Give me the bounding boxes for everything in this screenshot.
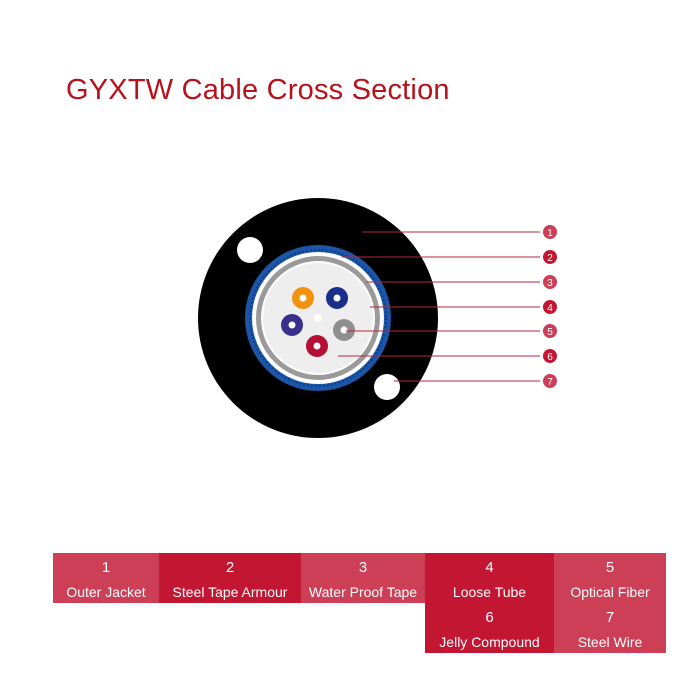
marker-5: 5: [543, 324, 557, 338]
legend-cell-steel-tape-armour: 2 Steel Tape Armour: [159, 553, 301, 603]
legend-number: 1: [101, 559, 111, 576]
marker-1: 1: [543, 225, 557, 239]
legend-number: 6: [485, 609, 494, 626]
marker-3: 3: [543, 275, 557, 289]
svg-text:5: 5: [547, 327, 553, 338]
legend-number: 3: [358, 559, 368, 576]
svg-text:2: 2: [547, 253, 553, 264]
steel-wire-shape: [237, 237, 263, 263]
loose-tube-purple-icon: [281, 314, 303, 336]
legend-label: Steel Tape Armour: [172, 584, 288, 600]
legend-number: 2: [225, 559, 235, 576]
leader-lines: [338, 231, 540, 382]
legend-label: Outer Jacket: [66, 584, 146, 600]
loose-tube-blue-icon: [326, 287, 348, 309]
svg-text:7: 7: [547, 377, 553, 388]
svg-text:1: 1: [547, 228, 553, 239]
legend-label: Water Proof Tape: [308, 584, 418, 600]
legend-label: Loose Tube: [452, 584, 527, 600]
legend-cell-water-proof-tape: 3 Water Proof Tape: [301, 553, 425, 603]
marker-7: 7: [543, 374, 557, 388]
marker-2: 2: [543, 250, 557, 264]
page-title: GYXTW Cable Cross Section: [66, 74, 450, 106]
legend-cell-outer-jacket: 1 Outer Jacket: [53, 553, 159, 603]
marker-4: 4: [543, 300, 557, 314]
loose-tube-red-icon: [306, 335, 328, 357]
legend-number: 7: [605, 609, 615, 626]
svg-text:6: 6: [547, 352, 553, 363]
loose-tube-gray-icon: [333, 319, 355, 341]
loose-tube-orange-icon: [292, 287, 314, 309]
steel-wire-shape: [374, 374, 400, 400]
marker-6: 6: [543, 349, 557, 363]
legend-label: Jelly Compound: [439, 634, 540, 650]
center-member: [314, 314, 322, 322]
legend-cell-loose-tube: 4 Loose Tube: [425, 553, 554, 603]
legend-label: Optical Fiber: [570, 584, 650, 600]
legend-number: 4: [485, 559, 494, 576]
legend-cell-optical-fiber: 5 Optical Fiber: [554, 553, 666, 603]
legend-label: Steel Wire: [577, 634, 643, 650]
svg-text:3: 3: [547, 278, 553, 289]
legend-number: 5: [605, 559, 615, 576]
svg-text:4: 4: [547, 303, 553, 314]
armour-texture-ring: [249, 249, 387, 387]
legend-cell-steel-wire: 7 Steel Wire: [554, 603, 666, 653]
legend-cell-jelly-compound: 6 Jelly Compound: [425, 603, 554, 653]
